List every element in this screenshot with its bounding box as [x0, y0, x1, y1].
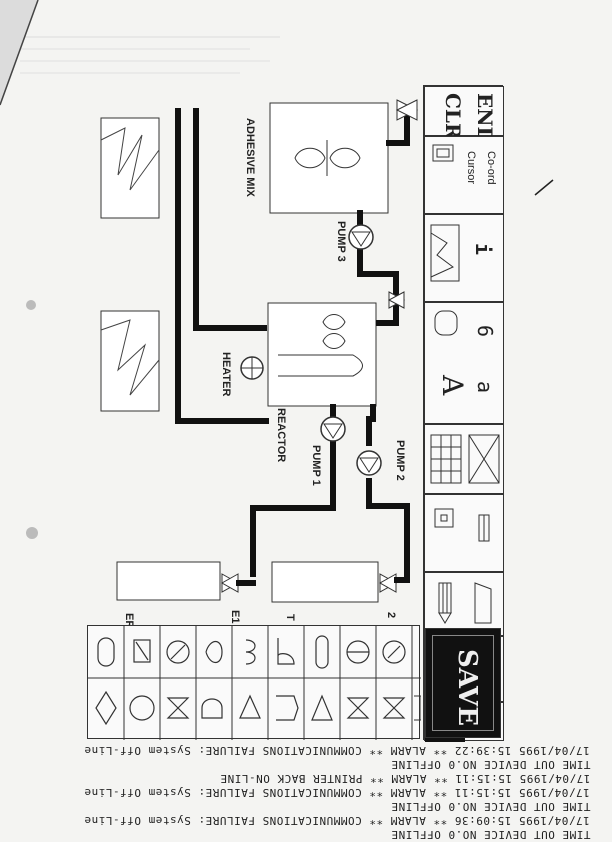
- supply-tank-2[interactable]: [271, 561, 379, 603]
- shape-cell: [424, 494, 504, 572]
- delete-cross-icon[interactable]: [467, 433, 501, 485]
- cursor-label: Cursor: [465, 151, 477, 185]
- log-line-4: 17/04/1995 15:15:11 ** ALARM ** PRINTER …: [219, 772, 590, 785]
- palette-b-shape-icon: [277, 638, 295, 665]
- symbol-palette: [87, 625, 422, 740]
- palette-valve-circle-icon: [166, 640, 190, 664]
- label-pump-1: PUMP 1: [310, 445, 322, 486]
- palette-gauge-icon: [382, 640, 406, 664]
- supply-tank-1[interactable]: [116, 561, 221, 601]
- adhesive-mix-tank[interactable]: [269, 102, 389, 214]
- punch-hole-bottom: [26, 527, 38, 539]
- valve-tank-2[interactable]: [378, 573, 410, 593]
- graph-info-cell: i: [424, 214, 504, 302]
- palette-check-valve-icon: [346, 697, 370, 719]
- bleed-through-text: [20, 30, 320, 180]
- palette-grid: [88, 626, 422, 740]
- text-a-button[interactable]: A: [436, 375, 469, 396]
- heater-symbol[interactable]: [240, 356, 264, 380]
- log-line-0: TIME OUT DEVICE NO.0 OFFLINE: [390, 828, 590, 841]
- draw-cell: [424, 572, 504, 636]
- trend-chart-top[interactable]: [100, 117, 160, 219]
- page-curl: [0, 0, 39, 106]
- pump-1[interactable]: [320, 416, 346, 442]
- label-reactor: REACTOR: [275, 408, 287, 463]
- rectangle-tool-icon[interactable]: [431, 505, 461, 535]
- main-pipe: [175, 108, 269, 424]
- pipe-pump1: [250, 404, 336, 577]
- palette-triangle-icon: [239, 694, 261, 719]
- pencil-tool-icon[interactable]: [431, 579, 459, 629]
- label-heater: HEATER: [220, 352, 232, 397]
- shape-tool-icon[interactable]: [469, 579, 499, 627]
- palette-tank-icon: [201, 698, 223, 719]
- palette-bracket-icon: [414, 695, 422, 721]
- number-6-button[interactable]: 6: [473, 325, 497, 338]
- log-line-6: 17/04/1995 15:39:22 ** ALARM ** COMMUNIC…: [84, 744, 590, 757]
- label-partial-2: 2: [385, 612, 397, 619]
- reactor-tank[interactable]: [267, 302, 377, 407]
- label-partial-t: T: [284, 614, 296, 621]
- cursor-window-icon: [432, 144, 454, 162]
- text-number-cell: 6 A a: [424, 302, 504, 424]
- pump-3[interactable]: [348, 224, 374, 250]
- palette-vessel-icon: [97, 637, 115, 667]
- log-line-2: TIME OUT DEVICE NO.0 OFFLINE: [390, 800, 590, 813]
- palette-mixer-icon: [133, 639, 151, 663]
- label-pump-2: PUMP 2: [394, 440, 406, 481]
- palette-x-valve-icon: [382, 697, 406, 719]
- trend-chart-bottom[interactable]: [100, 310, 160, 412]
- save-button-frame: [432, 635, 494, 731]
- palette-cone-icon: [311, 694, 333, 721]
- palette-coil-icon: [245, 639, 256, 665]
- log-line-1: 17/04/1995 15:09:36 ** ALARM ** COMMUNIC…: [84, 814, 590, 827]
- pen-mark: [534, 179, 554, 196]
- palette-arrow-icon: [276, 695, 299, 721]
- alarm-log: 17/04/1995 15:39:22 ** ALARM ** COMMUNIC…: [0, 742, 612, 842]
- trend-graph-icon[interactable]: [429, 223, 461, 283]
- outlet-valve[interactable]: [395, 99, 419, 121]
- grid-icon[interactable]: [429, 433, 463, 485]
- save-label: SAVE: [452, 649, 482, 727]
- pipe-pump2: [366, 404, 410, 578]
- log-line-3: 17/04/1995 15:15:11 ** ALARM ** COMMUNIC…: [84, 786, 590, 799]
- info-button[interactable]: i: [471, 243, 495, 256]
- pump-2[interactable]: [356, 450, 382, 476]
- log-line-5: TIME OUT DEVICE NO.0 OFFLINE: [390, 758, 590, 771]
- palette-circle-icon: [129, 695, 155, 721]
- tag-icon[interactable]: [433, 309, 461, 339]
- palette-diamond-icon: [95, 690, 117, 726]
- text-a-small-button[interactable]: a: [473, 381, 497, 394]
- grid-cross-cell: [424, 424, 504, 494]
- coord-label: Co-ord: [485, 151, 497, 185]
- label-pump-3: PUMP 3: [335, 221, 347, 262]
- slot-tool-icon[interactable]: [475, 509, 495, 549]
- label-adhesive-mix: ADHESIVE MIX: [244, 118, 256, 197]
- label-partial-e1: E1: [229, 610, 241, 624]
- valve-pump3-line[interactable]: [387, 291, 406, 309]
- palette-gate-valve-icon: [166, 697, 190, 719]
- punch-hole-top: [26, 300, 36, 310]
- palette-column-icon: [315, 635, 329, 669]
- clr-end-cell: CLR END: [424, 86, 504, 144]
- save-button[interactable]: SAVE: [425, 628, 501, 738]
- clr-button[interactable]: CLR: [441, 93, 465, 140]
- valve-tank-1[interactable]: [220, 573, 256, 593]
- cursor-coord-cell[interactable]: Cursor Co-ord: [424, 136, 504, 214]
- palette-agitator-icon: [205, 640, 223, 664]
